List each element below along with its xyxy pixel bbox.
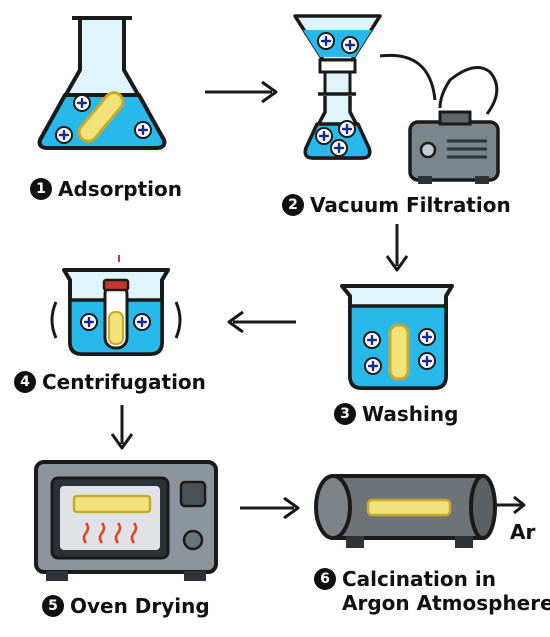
step-4-number: 4 [14, 371, 36, 393]
step-5-number: 5 [42, 595, 64, 617]
centrifuge-beaker-icon [50, 255, 182, 356]
arrow-left-icon [227, 310, 296, 334]
step-1-title: Adsorption [58, 177, 183, 201]
step-4-title: Centrifugation [42, 370, 206, 394]
step-6-title-line-2: Argon Atmosphere [342, 591, 550, 615]
step-1-label: 1 Adsorption [30, 177, 182, 201]
step-6-number: 6 [314, 568, 336, 590]
arrow-down-icon [385, 224, 409, 272]
argon-gas-label: Ar [510, 520, 536, 544]
arrow-right-icon [240, 496, 300, 520]
step-3-label: 3 Washing [334, 402, 458, 426]
step-2-title: Vacuum Filtration [310, 193, 511, 217]
arrow-right-icon [205, 80, 278, 104]
step-5-title: Oven Drying [70, 594, 210, 618]
step-3-title: Washing [362, 402, 459, 426]
arrow-down-icon [110, 405, 134, 450]
step-6-title-line-1: Calcination in [342, 567, 496, 591]
buchner-funnel-icon [293, 14, 437, 160]
washing-beaker-icon [340, 284, 454, 390]
step-4-label: 4 Centrifugation [14, 370, 206, 394]
step-3-number: 3 [334, 403, 356, 425]
vacuum-pump-icon [408, 66, 500, 184]
step-2-label: 2 Vacuum Filtration [282, 193, 511, 217]
tube-furnace-icon [314, 474, 526, 548]
erlenmeyer-flask-icon [37, 16, 167, 150]
step-1-number: 1 [30, 178, 52, 200]
step-2-number: 2 [282, 194, 304, 216]
step-6-label: 6 Calcination in Argon Atmosphere [314, 567, 550, 615]
step-5-label: 5 Oven Drying [42, 594, 210, 618]
oven-icon [34, 460, 218, 581]
